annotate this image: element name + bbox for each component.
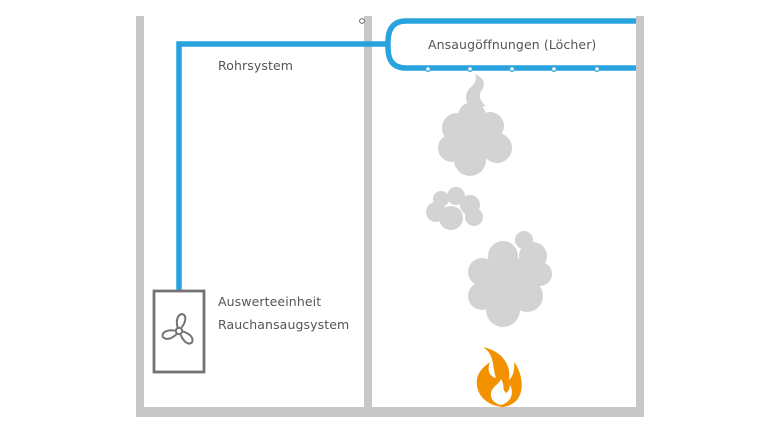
intake-holes [425,65,600,72]
intake-hole [467,65,474,72]
top-pipe-dots [444,19,532,23]
middle-wall [364,16,372,417]
pipe-system-label: Rohrsystem [218,58,294,73]
pipe-dot [528,19,532,23]
smoke-cloud-icon [426,74,552,327]
right-wall [636,16,644,417]
fan-icon [161,313,194,345]
unit-frame [152,289,206,374]
smoke-wisp [466,74,486,108]
pipe-dot [486,19,490,23]
left-wall [136,16,144,417]
building-walls [136,16,644,417]
flame-inner [490,379,512,405]
smoke-cloud-top [438,102,512,176]
pipe-system [176,18,636,292]
loop-pipe [385,18,636,71]
small-marker [359,18,365,24]
flame-icon [476,347,522,407]
evaluation-unit [152,289,206,374]
smoke-cloud-bottom [468,231,552,327]
intake-hole [425,65,432,72]
pipe-dot [444,19,448,23]
intake-openings-label: Ansaugöffnungen (Löcher) [428,37,597,52]
smoke-cloud-middle [426,187,483,230]
riser-pipe [176,41,388,292]
intake-hole [550,65,557,72]
floor [136,407,644,417]
intake-hole [593,65,600,72]
unit-label-line1: Auswerteeinheit [218,294,322,309]
intake-hole [509,65,516,72]
unit-label-line2: Rauchansaugsystem [218,317,350,332]
